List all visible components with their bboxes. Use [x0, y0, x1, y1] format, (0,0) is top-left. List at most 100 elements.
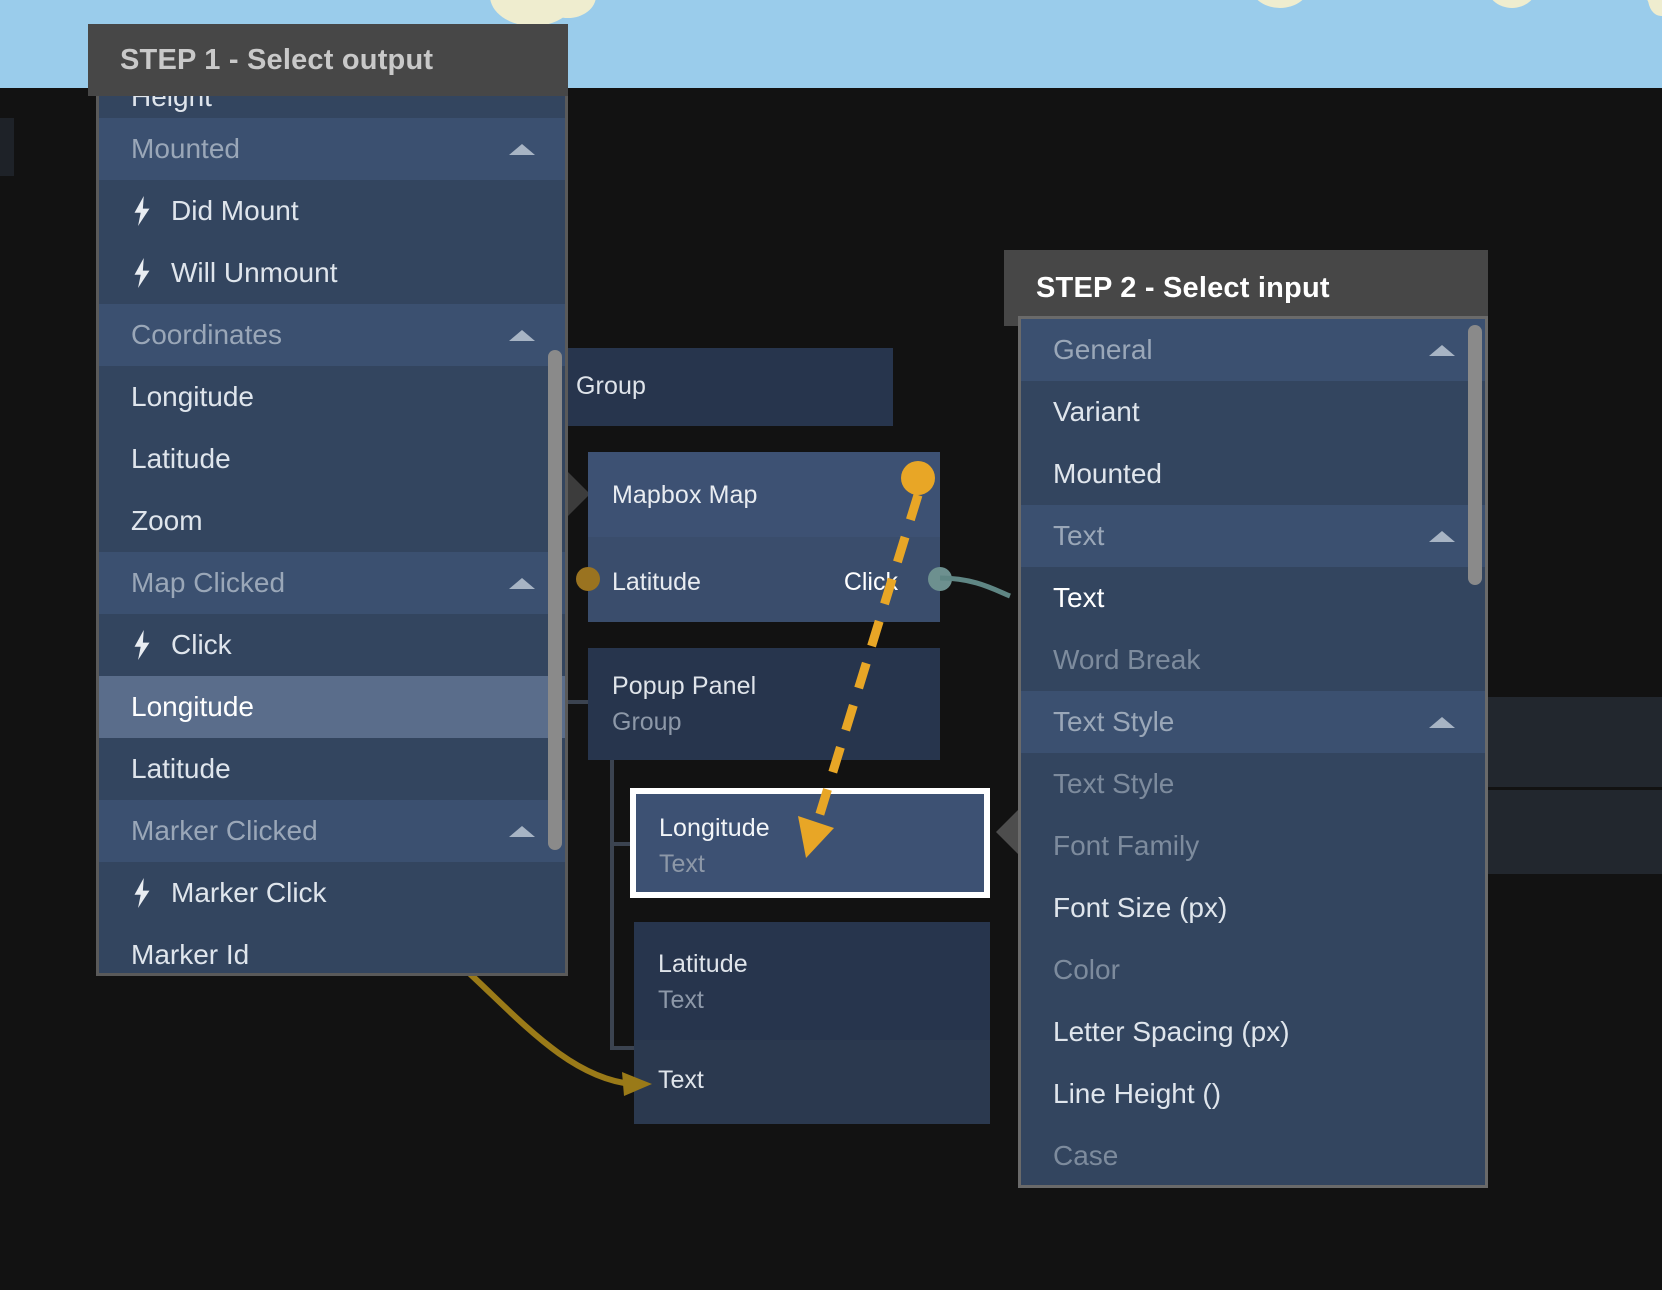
list-item-mounted[interactable]: Mounted [1021, 443, 1485, 505]
output-port-click[interactable] [928, 567, 952, 591]
step1-panel[interactable]: STEP 1 - Select output Height Mounted Di… [88, 24, 568, 976]
list-item-marker-id[interactable]: Marker Id [99, 924, 565, 973]
chevron-up-icon[interactable] [1429, 345, 1455, 356]
node-subtitle: Text [659, 850, 705, 878]
node-header: Mapbox Map [588, 452, 940, 537]
list-item-label: Case [1053, 1140, 1119, 1171]
cloud-shape [1648, 0, 1662, 16]
step1-scrollbar-thumb[interactable] [548, 350, 562, 850]
list-item[interactable]: Height [99, 96, 565, 118]
list-group-text[interactable]: Text [1021, 505, 1485, 567]
list-item-label: Will Unmount [171, 257, 338, 288]
list-group-marker-clicked[interactable]: Marker Clicked [99, 800, 565, 862]
input-connector-arrow-icon [996, 808, 1020, 856]
offscreen-node-stub [0, 118, 14, 176]
list-item-marker-click[interactable]: Marker Click [99, 862, 565, 924]
node-mapbox-map[interactable]: Mapbox Map Latitude Click [576, 452, 952, 622]
node-subtitle: Text [658, 986, 704, 1014]
node-port-row: Latitude Click [588, 537, 940, 622]
list-item-label: Text Style [1053, 768, 1175, 799]
list-item-label: Marker Click [171, 877, 327, 908]
list-item-label: Mounted [1053, 458, 1162, 489]
list-item-click[interactable]: Click [99, 614, 565, 676]
list-item-label: Height [131, 96, 212, 112]
step2-title: STEP 2 - Select input [1036, 271, 1330, 304]
list-item-did-mount[interactable]: Did Mount [99, 180, 565, 242]
list-item-text-style[interactable]: Text Style [1021, 753, 1485, 815]
list-item-text-selected[interactable]: Text [1021, 567, 1485, 629]
list-item-longitude-selected[interactable]: Longitude [99, 676, 565, 738]
list-item-label: Font Size (px) [1053, 892, 1228, 923]
node-title: Popup Panel [612, 672, 757, 700]
list-item-label: Map Clicked [131, 567, 286, 598]
list-item-line-height[interactable]: Line Height () [1021, 1063, 1485, 1125]
list-item-label: Did Mount [171, 195, 299, 226]
list-item-label: Latitude [131, 753, 231, 784]
tree-rail [610, 1046, 636, 1050]
list-group-general[interactable]: General [1021, 319, 1485, 381]
chevron-up-icon[interactable] [509, 578, 535, 589]
list-item-font-size[interactable]: Font Size (px) [1021, 877, 1485, 939]
node-longitude-text[interactable]: Longitude Text [630, 788, 990, 898]
list-item-label: Click [171, 629, 232, 660]
chevron-up-icon[interactable] [1429, 531, 1455, 542]
list-item-label: Text Style [1053, 706, 1175, 737]
lightning-icon [134, 258, 150, 288]
list-item-label: Word Break [1053, 644, 1201, 675]
port-label-click: Click [843, 568, 898, 596]
list-item-latitude[interactable]: Latitude [99, 428, 565, 490]
node-property-row-text[interactable]: Text [634, 1040, 990, 1124]
list-group-map-clicked[interactable]: Map Clicked [99, 552, 565, 614]
tree-rail [610, 760, 614, 1050]
cloud-shape [540, 0, 596, 18]
list-item-font-family[interactable]: Font Family [1021, 815, 1485, 877]
cloud-shape [1250, 0, 1310, 8]
tree-rail [562, 700, 592, 704]
list-item-label: Variant [1053, 396, 1140, 427]
list-item-longitude[interactable]: Longitude [99, 366, 565, 428]
list-item-label: Text [1053, 582, 1105, 613]
list-item-label: Marker Clicked [131, 815, 318, 846]
background-node[interactable] [1470, 790, 1662, 874]
list-group-text-style[interactable]: Text Style [1021, 691, 1485, 753]
list-item-will-unmount[interactable]: Will Unmount [99, 242, 565, 304]
step2-header: STEP 2 - Select input [1004, 250, 1488, 326]
list-item-label: Longitude [131, 691, 255, 722]
node-title: Longitude [659, 814, 770, 842]
node-title: Mapbox Map [612, 481, 758, 509]
list-group-coordinates[interactable]: Coordinates [99, 304, 565, 366]
list-item-case[interactable]: Case [1021, 1125, 1485, 1185]
chevron-up-icon[interactable] [509, 330, 535, 341]
node-group[interactable]: Group [528, 348, 893, 426]
node-popup-panel[interactable]: Popup Panel Group [588, 648, 940, 760]
list-item-label: Mounted [131, 133, 240, 164]
list-item-letter-spacing[interactable]: Letter Spacing (px) [1021, 1001, 1485, 1063]
property-label: Text [658, 1066, 704, 1094]
chevron-up-icon[interactable] [509, 144, 535, 155]
input-port-latitude[interactable] [576, 567, 600, 591]
step1-header: STEP 1 - Select output [88, 24, 568, 96]
node-collapse-arrow-icon[interactable] [566, 470, 590, 518]
step2-panel[interactable]: STEP 2 - Select input General Variant Mo… [1004, 250, 1662, 1200]
list-group-mounted[interactable]: Mounted [99, 118, 565, 180]
list-item-latitude-map-clicked[interactable]: Latitude [99, 738, 565, 800]
node-subtitle: Group [612, 708, 682, 736]
list-item-label: Latitude [131, 443, 231, 474]
list-item-label: Font Family [1053, 830, 1200, 861]
chevron-up-icon[interactable] [1429, 717, 1455, 728]
background-node[interactable] [1470, 697, 1662, 787]
cloud-shape [1486, 0, 1538, 8]
list-item-label: Color [1053, 954, 1120, 985]
step2-list[interactable]: General Variant Mounted Text Text Word B… [1018, 316, 1488, 1188]
list-item-label: Text [1053, 520, 1105, 551]
lightning-icon [134, 196, 150, 226]
list-item-color[interactable]: Color [1021, 939, 1485, 1001]
list-item-zoom[interactable]: Zoom [99, 490, 565, 552]
step2-scrollbar-thumb[interactable] [1468, 325, 1482, 585]
list-item-word-break[interactable]: Word Break [1021, 629, 1485, 691]
lightning-icon [134, 630, 150, 660]
step1-list[interactable]: Height Mounted Did Mount Will Unmount Co… [96, 96, 568, 976]
chevron-up-icon[interactable] [509, 826, 535, 837]
list-item-variant[interactable]: Variant [1021, 381, 1485, 443]
node-latitude-text[interactable]: Latitude Text [634, 922, 990, 1040]
